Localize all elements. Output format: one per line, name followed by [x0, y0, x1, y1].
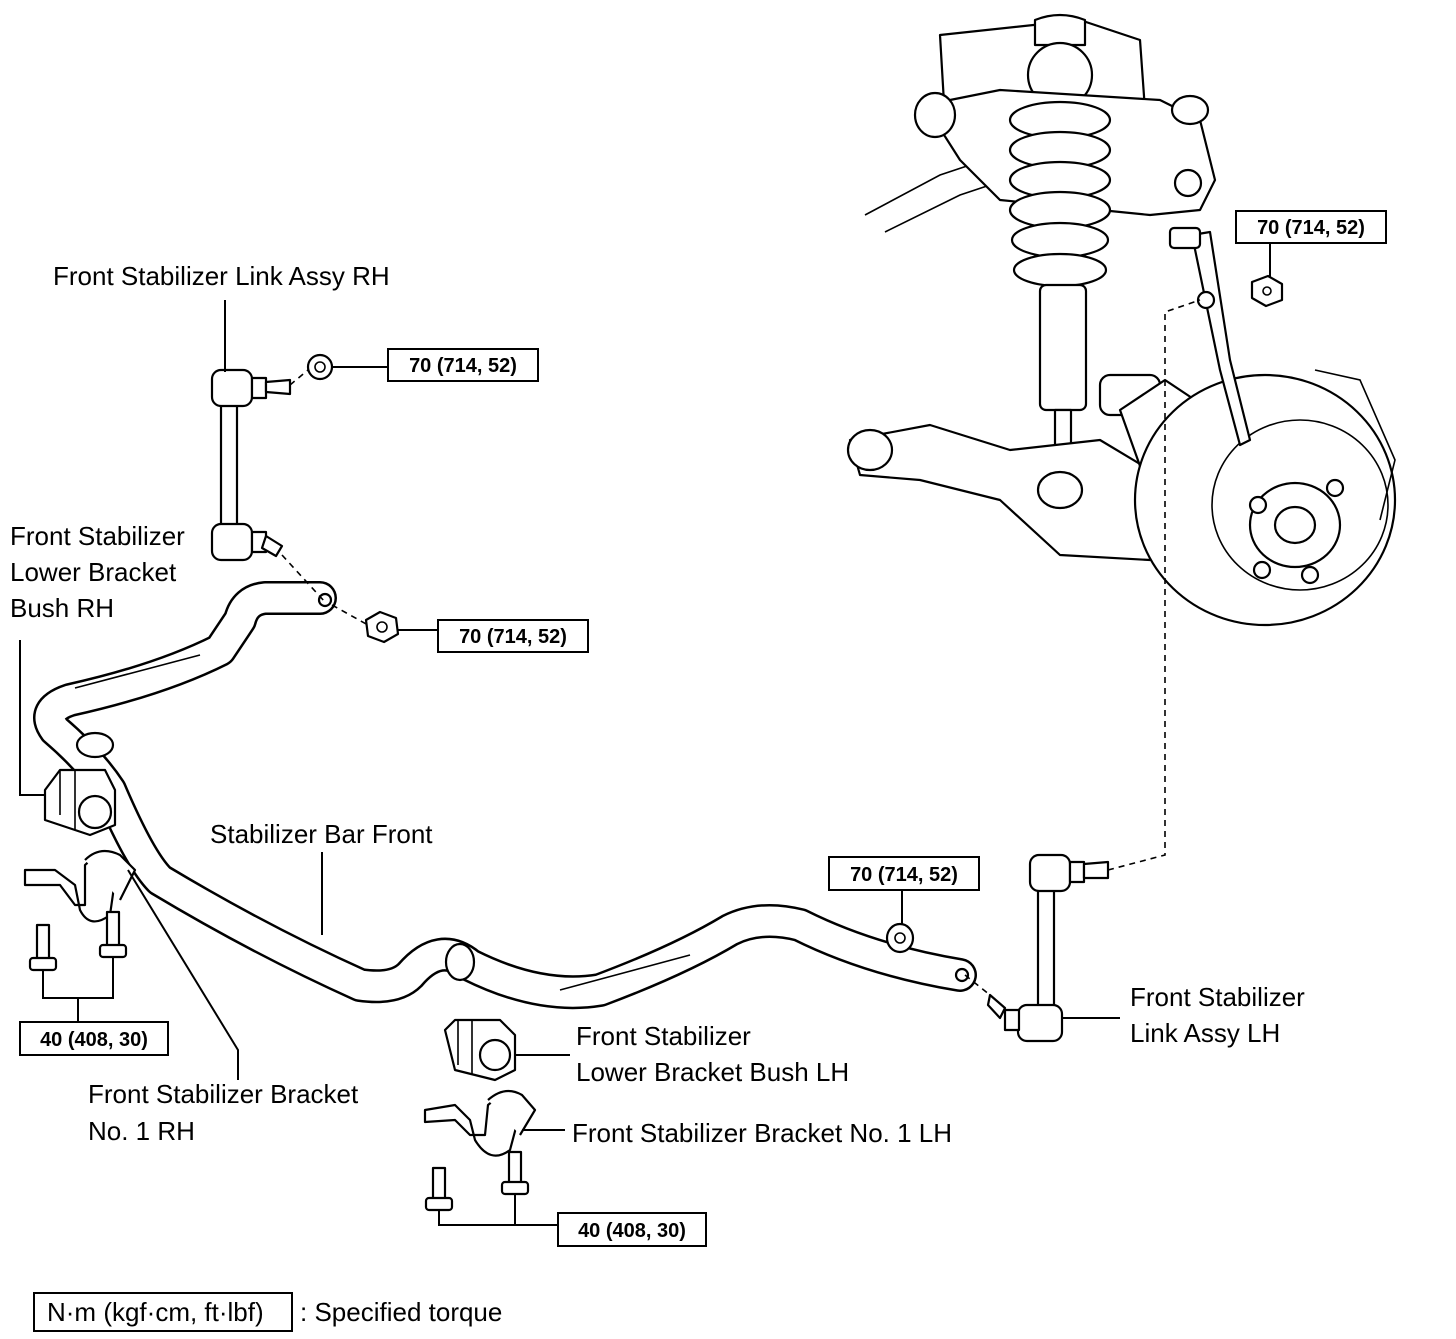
- label-bush-lh-line2: Lower Bracket Bush LH: [576, 1057, 849, 1087]
- link-assy-lh-illustration: [964, 299, 1201, 1043]
- label-link-assy-rh: Front Stabilizer Link Assy RH: [53, 261, 390, 291]
- svg-text:40 (408, 30): 40 (408, 30): [40, 1029, 148, 1051]
- bar-lh-end-nut: [885, 922, 915, 954]
- bracket-lh-illustration: [423, 1089, 537, 1212]
- link-rh-upper-nut: [306, 353, 334, 381]
- torque-box-upper-right: 70 (714, 52): [1235, 210, 1387, 244]
- label-bracket-rh-line1: Front Stabilizer Bracket: [88, 1079, 359, 1109]
- bracket-rh-illustration: [23, 849, 137, 972]
- legend-unit: N·m (kgf·cm, ft·lbf): [47, 1297, 264, 1327]
- label-link-assy-lh-line1: Front Stabilizer: [1130, 982, 1305, 1012]
- link-rh-lower-nut: [364, 610, 400, 644]
- svg-text:70 (714, 52): 70 (714, 52): [850, 864, 958, 886]
- label-bush-rh-line1: Front Stabilizer: [10, 521, 185, 551]
- svg-text:70 (714, 52): 70 (714, 52): [409, 355, 517, 377]
- svg-text:40 (408, 30): 40 (408, 30): [578, 1220, 686, 1242]
- torque-box-bracket-rh: 40 (408, 30): [19, 1021, 169, 1056]
- upper-arm-bushing: [913, 91, 957, 139]
- strut-top-nut: [1033, 13, 1087, 47]
- link-assy-rh-illustration: [210, 353, 400, 644]
- label-stabilizer-bar-front: Stabilizer Bar Front: [210, 819, 433, 849]
- torque-box-link-rh-lower: 70 (714, 52): [437, 619, 589, 653]
- lower-control-arm: [848, 423, 1152, 562]
- torque-legend: N·m (kgf·cm, ft·lbf) : Specified torque: [33, 1292, 502, 1332]
- bush-rh-illustration: [43, 768, 117, 837]
- coil-spring: [1008, 100, 1112, 288]
- label-bush-lh-line1: Front Stabilizer: [576, 1021, 751, 1051]
- leader-lines: [19, 243, 1271, 1226]
- torque-box-bracket-lh: 40 (408, 30): [557, 1212, 707, 1247]
- shock-absorber: [1038, 283, 1088, 412]
- svg-text:70 (714, 52): 70 (714, 52): [1257, 217, 1365, 239]
- link-rod-installed: [1190, 230, 1252, 447]
- torque-box-link-rh-upper: 70 (714, 52): [387, 348, 539, 382]
- label-bracket-rh-line2: No. 1 RH: [88, 1116, 195, 1146]
- svg-text:70 (714, 52): 70 (714, 52): [459, 626, 567, 648]
- bush-lh-illustration: [443, 1018, 517, 1082]
- stabilizer-bar-front: [33, 581, 977, 1010]
- label-bush-rh-line2: Lower Bracket: [10, 557, 177, 587]
- legend-description: : Specified torque: [300, 1297, 502, 1327]
- label-bush-rh-line3: Bush RH: [10, 593, 114, 623]
- label-bracket-lh: Front Stabilizer Bracket No. 1 LH: [572, 1118, 952, 1148]
- label-link-assy-lh-line2: Link Assy LH: [1130, 1018, 1280, 1048]
- link-upper-nut: [1250, 274, 1284, 308]
- torque-box-bar-lh-end: 70 (714, 52): [828, 856, 980, 891]
- front-suspension-illustration: [846, 13, 1397, 627]
